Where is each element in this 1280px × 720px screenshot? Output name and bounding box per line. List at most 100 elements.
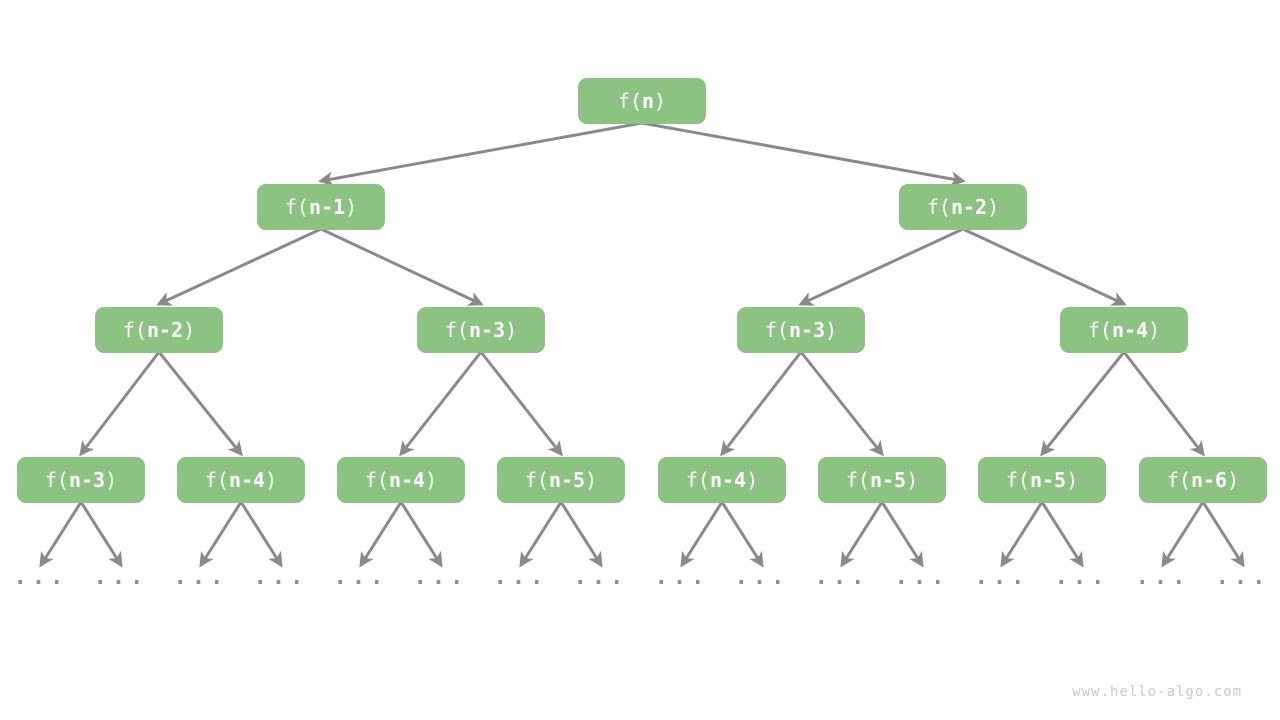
edge-baa-e9 <box>680 501 724 568</box>
edge-ba-baa <box>720 351 803 457</box>
node-label-pre: f( <box>44 468 69 492</box>
tree-node-ab: f(n-3) <box>417 307 545 353</box>
ellipsis-leaf-e11: ... <box>814 564 870 590</box>
node-label-post: ) <box>505 318 518 342</box>
ellipsis-leaf-e10: ... <box>734 564 790 590</box>
node-label-var: n-4 <box>228 468 266 492</box>
node-label-post: ) <box>1066 468 1079 492</box>
ellipsis-leaf-e4: ... <box>253 564 309 590</box>
node-label-var: n-6 <box>1190 468 1228 492</box>
edge-bba-e13 <box>1000 501 1044 568</box>
node-label-var: n-3 <box>468 318 506 342</box>
ellipsis-leaf-e13: ... <box>974 564 1030 590</box>
node-label-post: ) <box>585 468 598 492</box>
watermark: www.hello-algo.com <box>1072 684 1242 700</box>
tree-node-b: f(n-2) <box>899 184 1027 230</box>
edge-aab-e4 <box>239 501 283 568</box>
node-label-pre: f( <box>764 318 789 342</box>
node-label-var: n <box>642 89 655 113</box>
node-label-post: ) <box>425 468 438 492</box>
edge-bab-e12 <box>880 501 924 568</box>
edge-bab-e11 <box>840 501 884 568</box>
node-label-post: ) <box>345 195 358 219</box>
tree-node-baa: f(n-4) <box>658 457 786 503</box>
edge-abb-e8 <box>559 501 603 568</box>
edge-ab-abb <box>479 351 563 457</box>
node-label-pre: f( <box>364 468 389 492</box>
edge-aba-e5 <box>359 501 403 568</box>
node-label-pre: f( <box>617 89 642 113</box>
tree-node-bbb: f(n-6) <box>1139 457 1267 503</box>
ellipsis-leaf-e6: ... <box>413 564 469 590</box>
node-label-pre: f( <box>122 318 147 342</box>
edge-aa-aab <box>157 351 243 457</box>
edge-a-ab <box>320 227 484 306</box>
ellipsis-leaf-e16: ... <box>1215 564 1271 590</box>
tree-node-bb: f(n-4) <box>1060 307 1188 353</box>
tree-node-bab: f(n-5) <box>818 457 946 503</box>
edge-ba-bab <box>799 351 884 457</box>
edge-aba-e6 <box>399 501 443 568</box>
edge-aaa-e1 <box>39 501 83 568</box>
ellipsis-leaf-e5: ... <box>333 564 389 590</box>
tree-node-a: f(n-1) <box>257 184 385 230</box>
ellipsis-leaf-e3: ... <box>173 564 229 590</box>
ellipsis-leaf-e14: ... <box>1054 564 1110 590</box>
edge-ab-aba <box>399 351 483 457</box>
tree-node-bba: f(n-5) <box>978 457 1106 503</box>
edge-bba-e14 <box>1040 501 1084 568</box>
node-label-post: ) <box>1148 318 1161 342</box>
edge-aa-aaa <box>79 351 161 457</box>
node-label-pre: f( <box>524 468 549 492</box>
ellipsis-leaf-e15: ... <box>1135 564 1191 590</box>
tree-node-ba: f(n-3) <box>737 307 865 353</box>
tree-node-abb: f(n-5) <box>497 457 625 503</box>
ellipsis-leaf-e8: ... <box>573 564 629 590</box>
edge-abb-e7 <box>519 501 563 568</box>
edge-aaa-e2 <box>79 501 123 568</box>
node-label-pre: f( <box>845 468 870 492</box>
node-label-pre: f( <box>444 318 469 342</box>
node-label-var: n-5 <box>869 468 907 492</box>
node-label-pre: f( <box>1087 318 1112 342</box>
edge-bbb-e16 <box>1201 501 1245 568</box>
node-label-post: ) <box>825 318 838 342</box>
tree-node-aaa: f(n-3) <box>17 457 145 503</box>
node-label-post: ) <box>654 89 667 113</box>
node-label-var: n-4 <box>1111 318 1149 342</box>
node-label-pre: f( <box>204 468 229 492</box>
edge-bbb-e15 <box>1161 501 1205 568</box>
node-label-var: n-1 <box>308 195 346 219</box>
ellipsis-leaf-e12: ... <box>894 564 950 590</box>
node-label-pre: f( <box>926 195 951 219</box>
edge-baa-e10 <box>720 501 764 568</box>
tree-node-aa: f(n-2) <box>95 307 223 353</box>
edge-r-a <box>318 121 643 187</box>
node-label-pre: f( <box>685 468 710 492</box>
node-label-var: n-2 <box>950 195 988 219</box>
node-label-pre: f( <box>1166 468 1191 492</box>
node-label-post: ) <box>105 468 118 492</box>
node-label-post: ) <box>987 195 1000 219</box>
tree-node-r: f(n) <box>578 78 706 124</box>
edge-a-aa <box>156 227 322 306</box>
edge-b-bb <box>962 227 1127 306</box>
ellipsis-leaf-e2: ... <box>93 564 149 590</box>
node-label-var: n-4 <box>388 468 426 492</box>
tree-node-aba: f(n-4) <box>337 457 465 503</box>
ellipsis-leaf-e1: ... <box>13 564 69 590</box>
node-label-pre: f( <box>1005 468 1030 492</box>
node-label-post: ) <box>183 318 196 342</box>
node-label-var: n-3 <box>68 468 106 492</box>
ellipsis-leaf-e9: ... <box>654 564 710 590</box>
edge-bb-bbb <box>1122 351 1205 457</box>
node-label-post: ) <box>746 468 759 492</box>
node-label-var: n-4 <box>709 468 747 492</box>
edge-b-ba <box>798 227 964 306</box>
node-label-post: ) <box>1227 468 1240 492</box>
edge-r-b <box>641 121 966 187</box>
ellipsis-leaf-e7: ... <box>493 564 549 590</box>
tree-node-aab: f(n-4) <box>177 457 305 503</box>
edge-bb-bba <box>1040 351 1126 457</box>
